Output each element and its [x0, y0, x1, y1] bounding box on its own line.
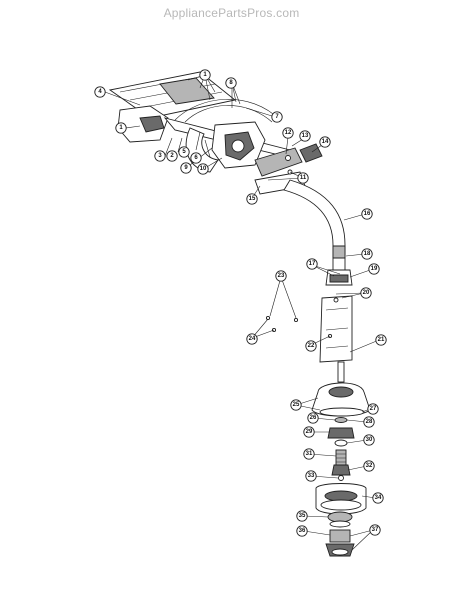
callout-37: 37: [369, 524, 381, 536]
callout-35: 35: [296, 510, 308, 522]
callout-5: 5: [178, 146, 190, 158]
callout-2: 2: [166, 150, 178, 162]
callout-13: 13: [299, 130, 311, 142]
svg-text:22: 22: [308, 343, 315, 349]
callout-8: 8: [225, 77, 237, 89]
callout-18: 18: [361, 248, 373, 260]
svg-text:11: 11: [300, 175, 307, 181]
svg-text:10: 10: [200, 166, 207, 172]
svg-text:35: 35: [299, 513, 306, 519]
svg-text:13: 13: [302, 133, 309, 139]
callout-22: 22: [305, 340, 317, 352]
svg-text:32: 32: [366, 463, 373, 469]
callout-14: 14: [319, 136, 331, 148]
callout-28: 28: [363, 416, 375, 428]
svg-text:33: 33: [308, 473, 315, 479]
svg-text:16: 16: [364, 211, 371, 217]
callout-29: 29: [303, 426, 315, 438]
callout-23: 23: [275, 270, 287, 282]
svg-text:19: 19: [371, 266, 378, 272]
svg-text:9: 9: [184, 165, 188, 171]
callout-16: 16: [361, 208, 373, 220]
svg-text:31: 31: [306, 451, 313, 457]
callout-31: 31: [303, 448, 315, 460]
callout-25: 25: [290, 399, 302, 411]
svg-text:23: 23: [278, 273, 285, 279]
callout-19: 19: [368, 263, 380, 275]
callout-32: 32: [363, 460, 375, 472]
callout-1-top: 1: [199, 69, 211, 81]
svg-text:8: 8: [229, 80, 233, 86]
watermark-text: AppliancePartsPros.com: [163, 6, 300, 20]
svg-text:27: 27: [370, 406, 377, 412]
parts-illustration: [108, 71, 371, 557]
callout-27: 27: [367, 403, 379, 415]
svg-text:17: 17: [309, 261, 316, 267]
callout-bubbles: 1 1 2 3 4 5 6 7 8 9 10 11 12 13 14 15 16…: [94, 69, 387, 537]
svg-text:5: 5: [182, 149, 186, 155]
callout-7: 7: [271, 111, 283, 123]
svg-text:29: 29: [306, 429, 313, 435]
callout-1-left: 1: [115, 122, 127, 134]
svg-text:3: 3: [158, 153, 162, 159]
callout-26: 26: [307, 412, 319, 424]
callout-17: 17: [306, 258, 318, 270]
svg-text:1: 1: [203, 72, 207, 78]
svg-text:21: 21: [378, 337, 385, 343]
svg-text:18: 18: [364, 251, 371, 257]
svg-text:28: 28: [366, 419, 373, 425]
callout-9: 9: [180, 162, 192, 174]
callout-24: 24: [246, 333, 258, 345]
callout-6: 6: [190, 152, 202, 164]
svg-text:2: 2: [170, 153, 174, 159]
svg-text:4: 4: [98, 89, 102, 95]
svg-text:6: 6: [194, 155, 198, 161]
svg-text:34: 34: [375, 495, 382, 501]
callout-3: 3: [154, 150, 166, 162]
callout-15: 15: [246, 193, 258, 205]
svg-text:30: 30: [366, 437, 373, 443]
callout-34: 34: [372, 492, 384, 504]
callout-20: 20: [360, 287, 372, 299]
callout-4: 4: [94, 86, 106, 98]
callout-11: 11: [297, 172, 309, 184]
svg-text:25: 25: [293, 402, 300, 408]
callout-36: 36: [296, 525, 308, 537]
svg-text:14: 14: [322, 139, 329, 145]
svg-text:37: 37: [372, 527, 379, 533]
callout-33: 33: [305, 470, 317, 482]
svg-text:20: 20: [363, 290, 370, 296]
svg-text:1: 1: [119, 125, 123, 131]
callout-12: 12: [282, 127, 294, 139]
callout-10: 10: [197, 163, 209, 175]
svg-text:7: 7: [275, 114, 279, 120]
svg-text:24: 24: [249, 336, 256, 342]
callout-21: 21: [375, 334, 387, 346]
svg-text:15: 15: [249, 196, 256, 202]
svg-text:26: 26: [310, 415, 317, 421]
callout-30: 30: [363, 434, 375, 446]
svg-text:12: 12: [285, 130, 292, 136]
svg-text:36: 36: [299, 528, 306, 534]
